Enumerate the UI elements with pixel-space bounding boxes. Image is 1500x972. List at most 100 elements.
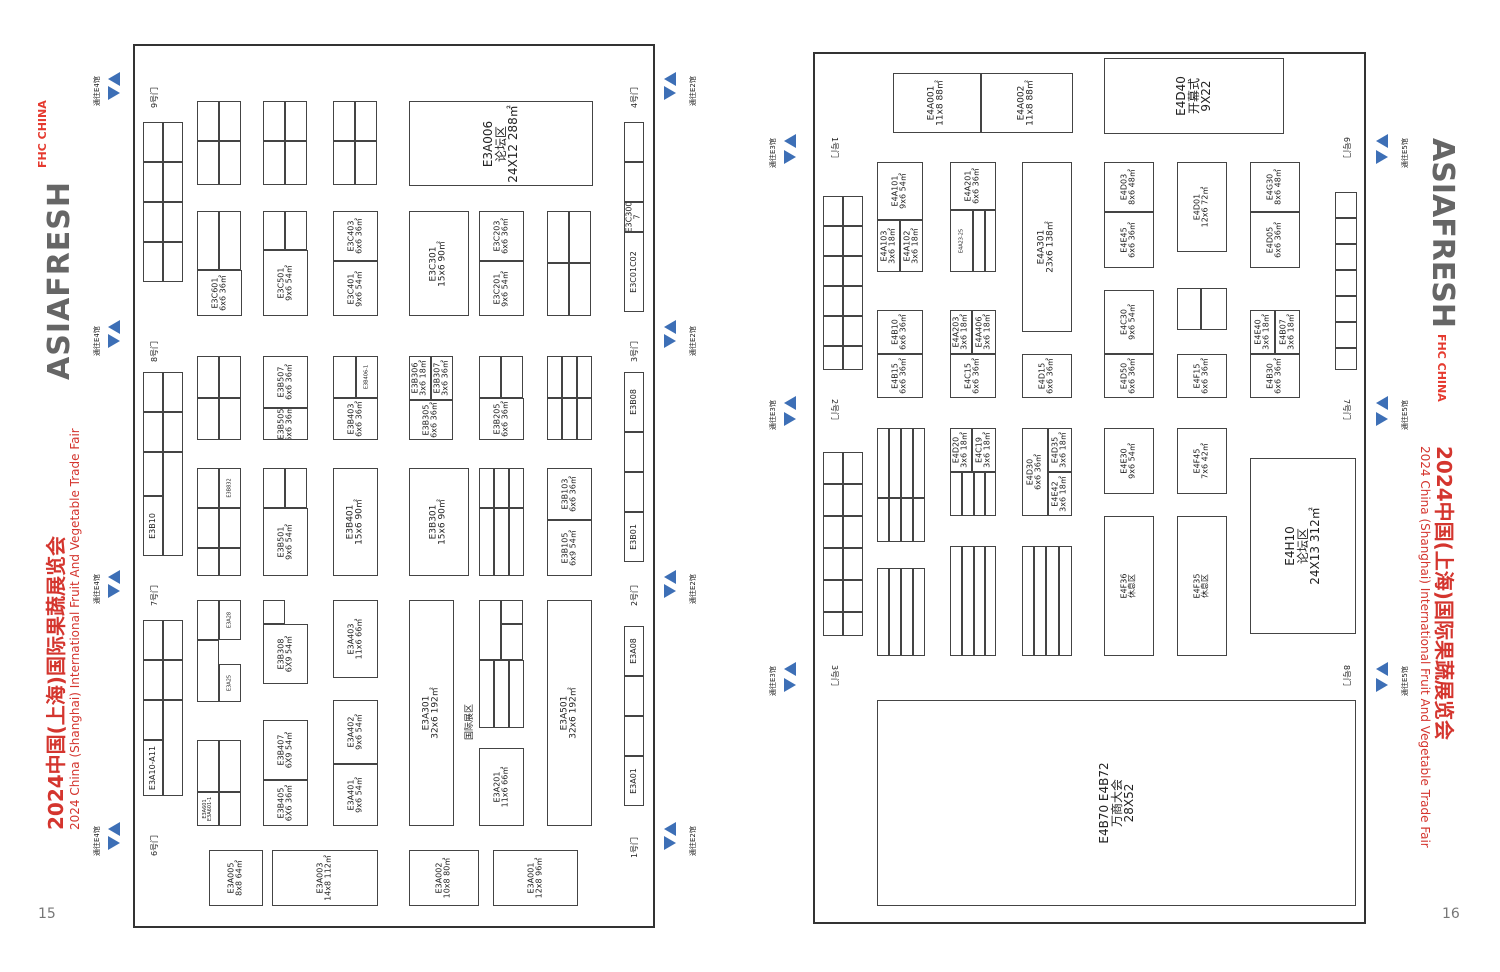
small-booth[interactable] xyxy=(843,484,863,516)
booth-E3C203[interactable]: E3C203 6x6 36㎡ xyxy=(479,211,524,261)
booth-E3A10-A11[interactable]: E3A10-A11 xyxy=(143,740,163,796)
booth-E4A102[interactable]: E4A102 3x6 18㎡ xyxy=(900,220,923,272)
booth-E3C501[interactable]: E3C501 9x6 54㎡ xyxy=(263,250,308,316)
small-booth[interactable] xyxy=(843,612,863,636)
small-booth[interactable] xyxy=(333,356,356,398)
small-booth[interactable] xyxy=(843,548,863,580)
small-booth[interactable] xyxy=(962,546,974,656)
small-booth[interactable] xyxy=(197,211,219,270)
small-booth[interactable] xyxy=(1201,288,1227,330)
small-booth[interactable] xyxy=(624,472,644,512)
small-booth[interactable] xyxy=(901,428,913,498)
booth-E4C30[interactable]: E4C30 9x6 54㎡ xyxy=(1104,290,1154,354)
small-booth[interactable] xyxy=(163,452,183,556)
small-booth[interactable] xyxy=(285,101,307,141)
booth-E3B401[interactable]: E3B401 15x6 90㎡ xyxy=(333,468,378,576)
booth-E4A203[interactable]: E4A203 3x6 18㎡ xyxy=(950,310,972,354)
booth-E4A23-25[interactable]: E4A23-25 xyxy=(950,210,973,272)
small-booth[interactable] xyxy=(843,226,863,256)
booth-E4B07[interactable]: E4B07 3x6 18㎡ xyxy=(1275,310,1300,354)
small-booth[interactable] xyxy=(985,210,996,272)
small-booth[interactable] xyxy=(163,412,183,452)
small-booth[interactable] xyxy=(197,600,219,640)
small-booth[interactable] xyxy=(333,141,355,185)
small-booth[interactable] xyxy=(219,101,241,141)
small-booth[interactable] xyxy=(479,508,494,576)
booth-E3A01[interactable]: E3A01 xyxy=(624,756,644,806)
small-booth[interactable] xyxy=(197,548,219,576)
booth-E3B307[interactable]: E3B307 3x6 36㎡ xyxy=(431,356,453,400)
small-booth[interactable] xyxy=(479,468,494,508)
small-booth[interactable] xyxy=(285,141,307,185)
small-booth[interactable] xyxy=(843,516,863,548)
small-booth[interactable] xyxy=(843,256,863,286)
small-booth[interactable] xyxy=(285,211,307,250)
booth-E4A101[interactable]: E4A101 9x6 54㎡ xyxy=(877,162,923,220)
booth-E4D50[interactable]: E4D50 6x6 36㎡ xyxy=(1104,354,1154,398)
booth-E4D30[interactable]: E4D30 6x6 36㎡ xyxy=(1022,428,1048,516)
small-booth[interactable] xyxy=(1335,218,1357,244)
booth-E3C601[interactable]: E3C601 6x6 36㎡ xyxy=(197,270,242,316)
booth-E4D05[interactable]: E4D05 6x6 36㎡ xyxy=(1250,212,1300,268)
small-booth[interactable] xyxy=(263,468,285,508)
small-booth[interactable] xyxy=(143,122,163,162)
small-booth[interactable] xyxy=(1177,288,1201,330)
small-booth[interactable] xyxy=(950,472,962,516)
small-booth[interactable] xyxy=(163,660,183,700)
small-booth[interactable] xyxy=(143,162,163,202)
booth-E4A103[interactable]: E4A103 3x6 18㎡ xyxy=(877,220,900,272)
small-booth[interactable] xyxy=(913,568,925,656)
booth-E4E42[interactable]: E4E42 3x6 18㎡ xyxy=(1048,472,1072,516)
small-booth[interactable] xyxy=(843,196,863,226)
booth-E4C15[interactable]: E4C15 6x6 36㎡ xyxy=(950,354,996,398)
small-booth[interactable] xyxy=(163,620,183,660)
small-booth[interactable] xyxy=(913,498,925,542)
small-booth[interactable] xyxy=(197,398,219,440)
booth-E3B305[interactable]: E3B305 6x6 36㎡ xyxy=(409,400,453,440)
booth-E3A08[interactable]: E3A08 xyxy=(624,626,644,676)
small-booth[interactable] xyxy=(889,568,901,656)
booth-E4A406[interactable]: E4A406 3x6 18㎡ xyxy=(972,310,996,354)
small-booth[interactable] xyxy=(1335,270,1357,296)
booth-E4D15[interactable]: E4D15 6x6 36㎡ xyxy=(1022,354,1072,398)
booth-E3C403[interactable]: E3C403 6x6 36㎡ xyxy=(333,211,378,261)
booth-E3B407[interactable]: E3B407 6X9 54㎡ xyxy=(263,720,308,780)
small-booth[interactable] xyxy=(823,256,843,286)
small-booth[interactable] xyxy=(889,428,901,498)
booth-E3A201[interactable]: E3A201 11x6 66㎡ xyxy=(479,748,524,826)
booth-E3C401[interactable]: E3C401 9x6 54㎡ xyxy=(333,261,378,316)
booth-E3C301[interactable]: E3C301 15x6 90㎡ xyxy=(409,211,469,316)
small-booth[interactable] xyxy=(219,792,241,826)
booth-E3A301[interactable]: E3A301 32x6 192㎡ xyxy=(409,600,454,826)
booth-E3A601[interactable]: E3A601 E3A601-1 xyxy=(197,792,219,826)
small-booth[interactable] xyxy=(219,356,241,398)
booth-E4D35[interactable]: E4D35 3x6 18㎡ xyxy=(1048,428,1072,472)
small-booth[interactable] xyxy=(355,101,377,141)
small-booth[interactable] xyxy=(562,398,577,440)
small-booth[interactable] xyxy=(569,263,591,316)
booth-E3A001[interactable]: E3A001 12x8 96㎡ xyxy=(493,850,578,906)
booth-E4C19[interactable]: E4C19 3x6 18㎡ xyxy=(972,428,996,472)
booth-E4F35[interactable]: E4F35 休息区 xyxy=(1177,516,1227,656)
small-booth[interactable] xyxy=(143,620,163,660)
small-booth[interactable] xyxy=(624,432,644,472)
small-booth[interactable] xyxy=(197,141,219,185)
small-booth[interactable] xyxy=(333,101,355,141)
booth-E3B306[interactable]: E3B306 3x6 18㎡ xyxy=(409,356,431,400)
small-booth[interactable] xyxy=(1335,348,1357,370)
small-booth[interactable] xyxy=(163,242,183,282)
small-booth[interactable] xyxy=(219,508,241,548)
small-booth[interactable] xyxy=(479,600,501,660)
small-booth[interactable] xyxy=(823,612,843,636)
small-booth[interactable] xyxy=(219,141,241,185)
small-booth[interactable] xyxy=(823,452,843,484)
small-booth[interactable] xyxy=(974,546,985,656)
small-booth[interactable] xyxy=(285,468,307,508)
small-booth[interactable] xyxy=(843,580,863,612)
booth-E4F15[interactable]: E4F15 6x6 36㎡ xyxy=(1177,354,1227,398)
small-booth[interactable] xyxy=(901,498,913,542)
booth-E4A002[interactable]: E4A002 11x8 88㎡ xyxy=(981,73,1073,133)
small-booth[interactable] xyxy=(197,508,219,548)
small-booth[interactable] xyxy=(877,568,889,656)
small-booth[interactable] xyxy=(547,263,569,316)
